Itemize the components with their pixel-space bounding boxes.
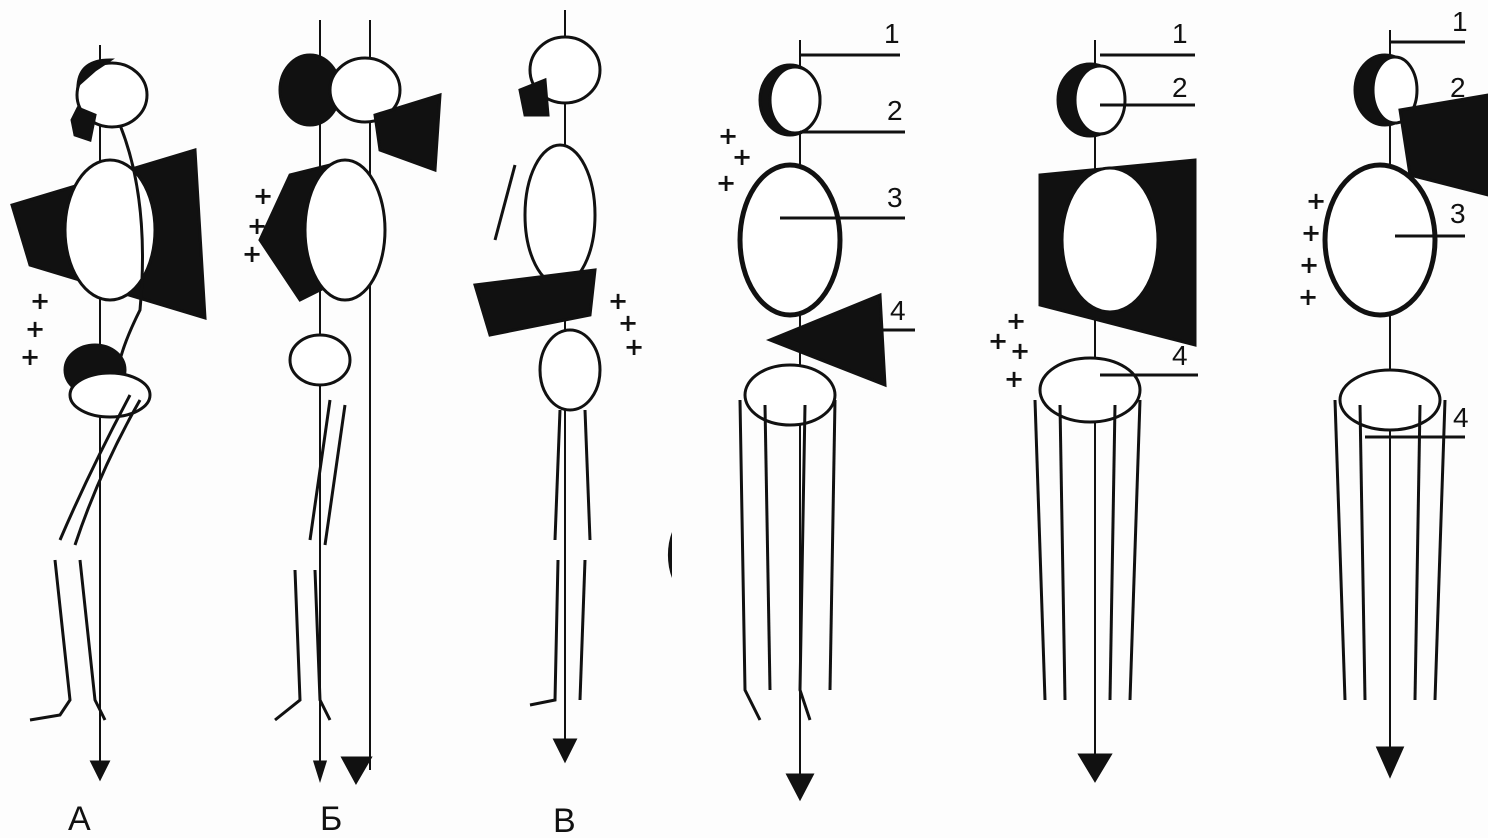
plus-mark: +	[253, 185, 273, 207]
plus-mark: +	[1301, 222, 1321, 244]
plus-mark: +	[624, 336, 644, 358]
ink-blot	[668, 532, 672, 578]
plus-mark: +	[247, 215, 267, 237]
figure-front-2	[1035, 40, 1198, 780]
plus-mark: +	[1010, 340, 1030, 362]
level-2-front-3: 2	[1450, 72, 1466, 104]
plus-mark: +	[1006, 310, 1026, 332]
panel-label-a: А	[68, 800, 91, 838]
gravity-arrow-6	[1378, 748, 1402, 775]
plus-mark: +	[1298, 286, 1318, 308]
plus-mark: +	[30, 290, 50, 312]
level-3-front-1: 3	[887, 182, 903, 214]
plus-mark: +	[242, 243, 262, 265]
gravity-arrow-5	[1080, 755, 1110, 780]
panel-label-v: В	[553, 802, 576, 838]
level-4-front-1: 4	[890, 295, 906, 327]
plus-mark: +	[732, 146, 752, 168]
plus-mark: +	[988, 330, 1008, 352]
plus-mark: +	[618, 312, 638, 334]
level-2-front-1: 2	[887, 95, 903, 127]
gravity-arrow-b	[343, 758, 370, 782]
level-1-front-1: 1	[884, 18, 900, 50]
gravity-arrow-4	[788, 775, 812, 798]
figure-front-1	[740, 40, 915, 798]
panel-label-b: Б	[320, 800, 342, 838]
plus-mark: +	[1299, 254, 1319, 276]
figure-b	[260, 20, 440, 782]
level-1-front-3: 1	[1452, 6, 1468, 38]
level-3-front-3: 3	[1450, 198, 1466, 230]
gravity-arrow-a	[92, 762, 108, 778]
level-2-front-2: 2	[1172, 72, 1188, 104]
gravity-arrow-v	[555, 740, 575, 760]
level-1-front-2: 1	[1172, 18, 1188, 50]
plus-mark: +	[25, 318, 45, 340]
plus-mark: +	[1004, 368, 1024, 390]
figure-v	[475, 10, 600, 760]
plus-mark: +	[1306, 190, 1326, 212]
level-4-front-3: 4	[1453, 402, 1469, 434]
plus-mark: +	[716, 172, 736, 194]
figure-a	[12, 45, 205, 778]
plus-mark: +	[20, 346, 40, 368]
level-4-front-2: 4	[1172, 340, 1188, 372]
